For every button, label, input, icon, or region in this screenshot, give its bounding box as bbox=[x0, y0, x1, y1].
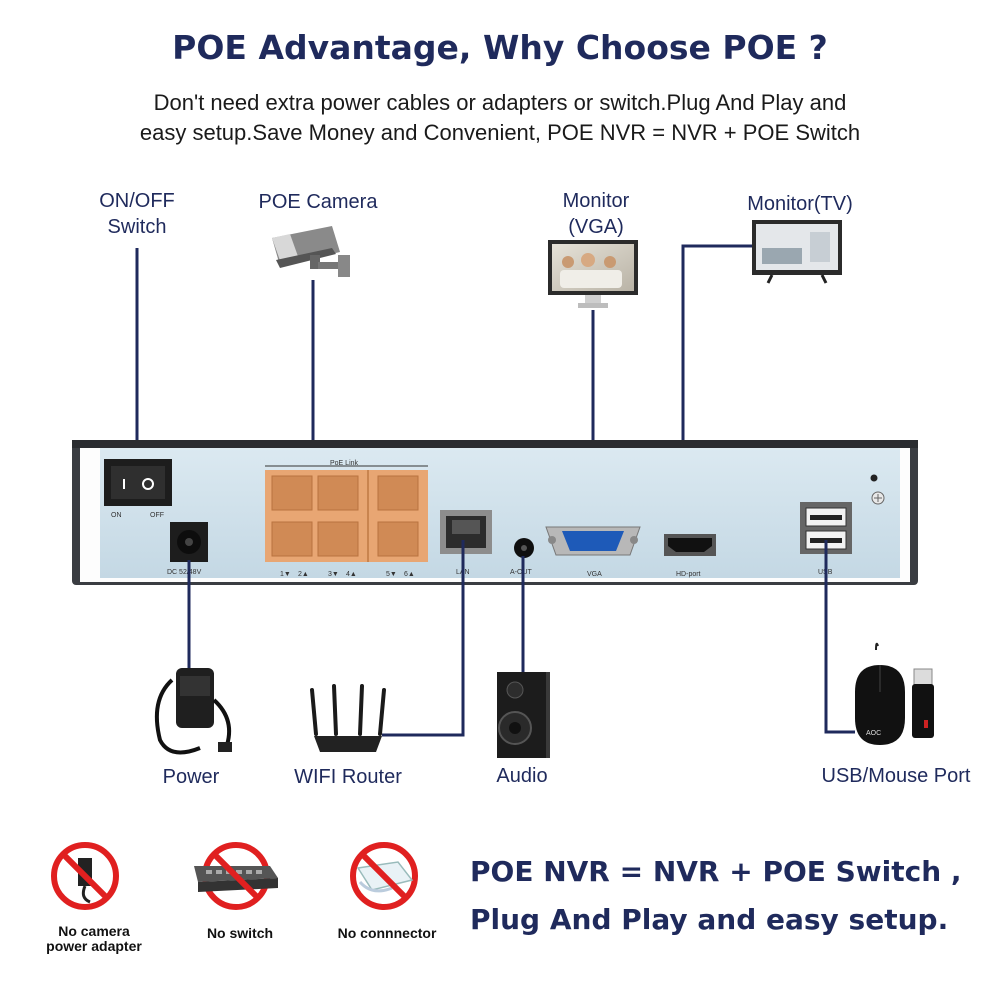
no-switch-caption: No switch bbox=[206, 925, 274, 941]
ground-screw-icon bbox=[871, 491, 885, 505]
svg-text:1▼: 1▼ bbox=[280, 571, 291, 578]
reset-hole bbox=[870, 474, 878, 482]
wires-bottom bbox=[187, 540, 855, 737]
usb-dongle-icon bbox=[912, 668, 934, 738]
monitor-vga-line2: (VGA) bbox=[568, 216, 624, 238]
poe-camera-label: POE Camera bbox=[258, 191, 378, 213]
mouse-icon: AOC bbox=[855, 642, 905, 745]
lan-port bbox=[440, 510, 492, 554]
subtitle-line-2: easy setup.Save Money and Convenient, PO… bbox=[139, 120, 861, 145]
monitor-tv-label: Monitor(TV) bbox=[747, 193, 853, 215]
vga-port bbox=[545, 526, 641, 556]
svg-text:6▲: 6▲ bbox=[404, 571, 415, 578]
tagline-line2: Plug And Play and easy setup. bbox=[470, 903, 949, 936]
dc-power-jack bbox=[170, 522, 208, 562]
on-off-switch-label: ON/OFF Switch bbox=[78, 188, 196, 240]
hdmi-port bbox=[664, 534, 716, 556]
tagline-line1: POE NVR = NVR + POE Switch , bbox=[470, 855, 962, 888]
monitor-tv-icon bbox=[752, 220, 842, 284]
no-switch-icon bbox=[194, 842, 278, 910]
switch-label-line1: ON/OFF bbox=[99, 190, 175, 212]
subtitle: Don't need extra power cables or adapter… bbox=[60, 88, 940, 148]
wifi-router-icon bbox=[310, 684, 386, 752]
svg-text:3▼: 3▼ bbox=[328, 571, 339, 578]
svg-text:2▲: 2▲ bbox=[298, 571, 309, 578]
svg-text:4▲: 4▲ bbox=[346, 571, 357, 578]
nvr-back-panel: ON OFF DC 52/48V PoE Link 1▼ 2▲ bbox=[72, 440, 918, 585]
dc-label: DC 52/48V bbox=[167, 569, 202, 576]
power-switch bbox=[104, 459, 172, 506]
power-label: Power bbox=[162, 766, 220, 788]
no-adapter-line2: power adapter bbox=[46, 938, 142, 954]
monitor-vga-line1: Monitor bbox=[562, 190, 630, 212]
power-adapter-icon bbox=[154, 668, 232, 755]
audio-label: Audio bbox=[496, 765, 548, 787]
page-title: POE Advantage, Why Choose POE ? bbox=[172, 28, 828, 67]
poe-ports bbox=[265, 470, 428, 562]
wifi-router-label: WIFI Router bbox=[294, 766, 402, 788]
poe-camera-icon bbox=[272, 226, 350, 277]
hd-port-label: HD-port bbox=[676, 571, 701, 578]
no-connector-caption: No connnector bbox=[337, 925, 437, 941]
no-adapter-line1: No camera bbox=[58, 923, 130, 939]
svg-text:5▼: 5▼ bbox=[386, 571, 397, 578]
no-connector-icon bbox=[350, 842, 418, 910]
no-adapter-icon bbox=[51, 842, 119, 910]
switch-off-label: OFF bbox=[150, 512, 164, 519]
usb-mouse-port-label: USB/Mouse Port bbox=[821, 765, 971, 787]
speaker-icon bbox=[497, 672, 550, 758]
poe-link-label: PoE Link bbox=[330, 460, 359, 467]
aout-label: A-OUT bbox=[510, 569, 533, 576]
subtitle-line-1: Don't need extra power cables or adapter… bbox=[153, 90, 847, 115]
audio-out-jack bbox=[514, 538, 534, 558]
no-adapter-caption: No camera power adapter bbox=[24, 924, 164, 954]
poe-port-numbers: 1▼ 2▲ 3▼ 4▲ 5▼ 6▲ bbox=[280, 571, 415, 578]
monitor-vga-label: Monitor (VGA) bbox=[536, 188, 656, 240]
switch-label-line2: Switch bbox=[107, 216, 167, 238]
monitor-vga-icon bbox=[548, 240, 638, 308]
vga-label: VGA bbox=[587, 571, 602, 578]
mouse-brand-text: AOC bbox=[866, 730, 881, 737]
switch-on-label: ON bbox=[111, 512, 122, 519]
